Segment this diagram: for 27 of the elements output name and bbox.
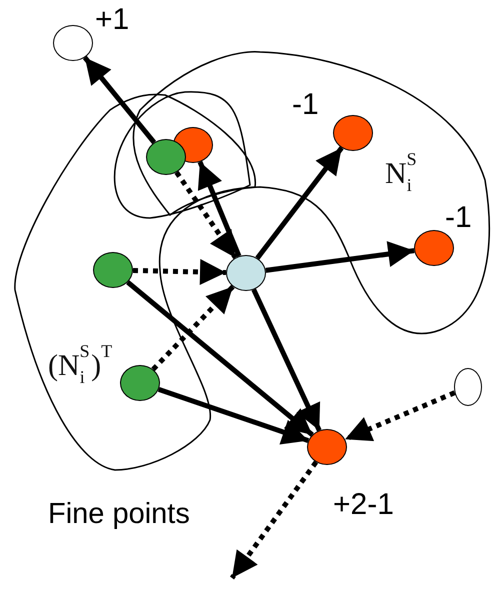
score-label: -1 (445, 203, 472, 233)
arrow (82, 56, 156, 144)
circle-node (93, 252, 133, 288)
arrow (265, 241, 415, 273)
arrow (132, 258, 226, 285)
note-label: Fine points (48, 500, 190, 529)
score-label: +2-1 (333, 490, 394, 520)
circle-node (226, 255, 266, 291)
circle-node (454, 368, 482, 406)
arrow (251, 288, 322, 432)
circle-node (333, 115, 373, 151)
score-label: +1 (95, 5, 130, 35)
set-label: (N$^{S}$$_{i}$)$^{T}$ (48, 342, 112, 386)
circle-node (146, 139, 186, 175)
circle-node (414, 230, 454, 266)
arrow (126, 280, 314, 437)
circle-node (120, 365, 160, 401)
arrow (230, 460, 318, 580)
circle-node (307, 429, 347, 465)
arrow (255, 146, 344, 260)
score-label: -1 (292, 90, 319, 120)
arrow (198, 160, 242, 258)
arrow (158, 387, 310, 444)
arrow (344, 390, 456, 442)
arrow (151, 284, 235, 372)
arrow (174, 170, 238, 260)
circle-node (53, 25, 93, 61)
